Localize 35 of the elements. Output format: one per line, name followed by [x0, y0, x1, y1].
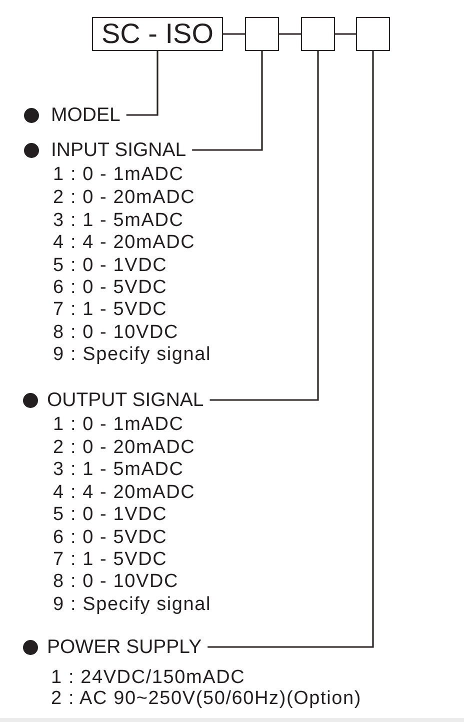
option-text: 3 : 1 - 5mADC [53, 459, 184, 481]
option-text: 1 : 24VDC/150mADC [51, 667, 246, 689]
leader-line [192, 51, 263, 151]
connector-line [335, 33, 356, 35]
option-text: 1 : 0 - 1mADC [53, 414, 184, 436]
section-heading: OUTPUT SIGNAL [47, 389, 210, 411]
connector-line [279, 33, 301, 35]
option-text: 9 : Specify signal [53, 344, 212, 366]
code-box [301, 17, 335, 51]
option-text: 6 : 0 - 5VDC [53, 527, 168, 549]
option-text: 6 : 0 - 5VDC [53, 277, 168, 299]
option-text: 3 : 1 - 5mADC [53, 210, 184, 232]
leader-line [126, 51, 158, 116]
section-heading: MODEL [51, 104, 126, 126]
option-text: 7 : 1 - 5VDC [53, 299, 168, 321]
code-box [245, 17, 279, 51]
option-text: 4 : 4 - 20mADC [53, 482, 196, 504]
option-text: 2 : AC 90~250V(50/60Hz)(Option) [51, 688, 362, 710]
option-text: 5 : 0 - 1VDC [53, 255, 168, 277]
section-heading: INPUT SIGNAL [51, 139, 192, 161]
leader-line [210, 51, 319, 401]
option-text: 9 : Specify signal [53, 594, 212, 616]
section-heading: POWER SUPPLY [47, 636, 208, 658]
leader-line [208, 51, 374, 648]
option-text: 8 : 0 - 10VDC [53, 322, 179, 344]
model-code-box: SC - ISO [92, 17, 223, 51]
option-text: 1 : 0 - 1mADC [53, 164, 184, 186]
option-text: 2 : 0 - 20mADC [53, 187, 196, 209]
connector-line [223, 33, 245, 35]
code-box [356, 17, 390, 51]
option-text: 8 : 0 - 10VDC [53, 571, 179, 593]
option-text: 7 : 1 - 5VDC [53, 549, 168, 571]
option-text: 5 : 0 - 1VDC [53, 504, 168, 526]
option-text: 2 : 0 - 20mADC [53, 437, 196, 459]
option-text: 4 : 4 - 20mADC [53, 232, 196, 254]
